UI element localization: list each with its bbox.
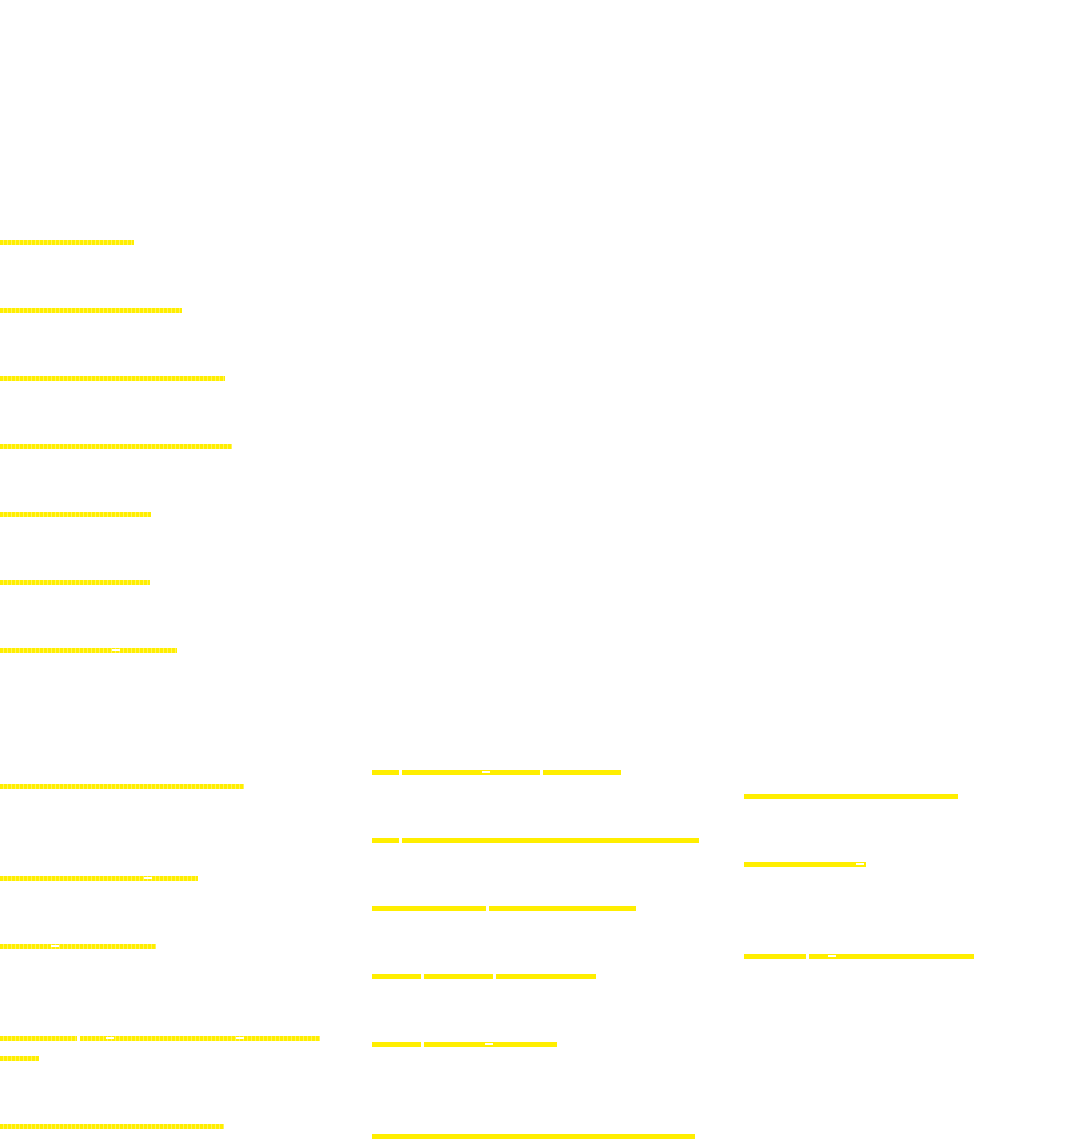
footer-link-middle-5[interactable] (372, 1042, 557, 1047)
footer-link-left-6[interactable] (0, 580, 150, 585)
footer-link-left-3[interactable] (0, 376, 225, 381)
word-gap (540, 770, 543, 775)
word-gap (399, 770, 402, 775)
footer-link-middle-6[interactable] (372, 1134, 695, 1139)
glyph-gap (106, 1037, 114, 1039)
footer-link-middle-3[interactable] (372, 906, 636, 911)
word-gap (806, 954, 809, 959)
footer-link-middle-1[interactable] (372, 770, 621, 775)
footer-link-right-3[interactable] (744, 954, 974, 959)
footer-link-left-11[interactable] (0, 1036, 320, 1041)
footer-link-middle-4[interactable] (372, 974, 596, 979)
word-gap (493, 974, 496, 979)
footer-link-left-5[interactable] (0, 512, 151, 517)
footer-link-right-2[interactable] (744, 862, 866, 867)
glyph-gap (51, 945, 59, 947)
glyph-gap (144, 877, 152, 879)
glyph-gap (856, 863, 864, 865)
footer-link-right-1[interactable] (744, 794, 958, 799)
glyph-gap (482, 771, 490, 773)
word-gap (486, 906, 489, 911)
word-gap (421, 974, 424, 979)
footer-link-left-12[interactable] (0, 1124, 224, 1129)
glyph-gap (236, 1037, 244, 1039)
glyph-gap (112, 649, 120, 651)
glyph-gap (828, 955, 836, 957)
footer-link-left-1[interactable] (0, 240, 134, 245)
footer-link-left-9[interactable] (0, 876, 198, 881)
footer-link-left-7[interactable] (0, 648, 177, 653)
word-gap (77, 1036, 80, 1041)
footer-link-left-2[interactable] (0, 308, 182, 313)
word-gap (399, 838, 402, 843)
glyph-gap (485, 1043, 493, 1045)
footer-link-middle-2[interactable] (372, 838, 699, 843)
word-gap (421, 1042, 424, 1047)
footer-link-left-10[interactable] (0, 944, 156, 949)
footer-link-left-11-wrap[interactable] (0, 1056, 39, 1061)
footer-link-left-4[interactable] (0, 444, 232, 449)
footer-link-left-8[interactable] (0, 784, 244, 789)
